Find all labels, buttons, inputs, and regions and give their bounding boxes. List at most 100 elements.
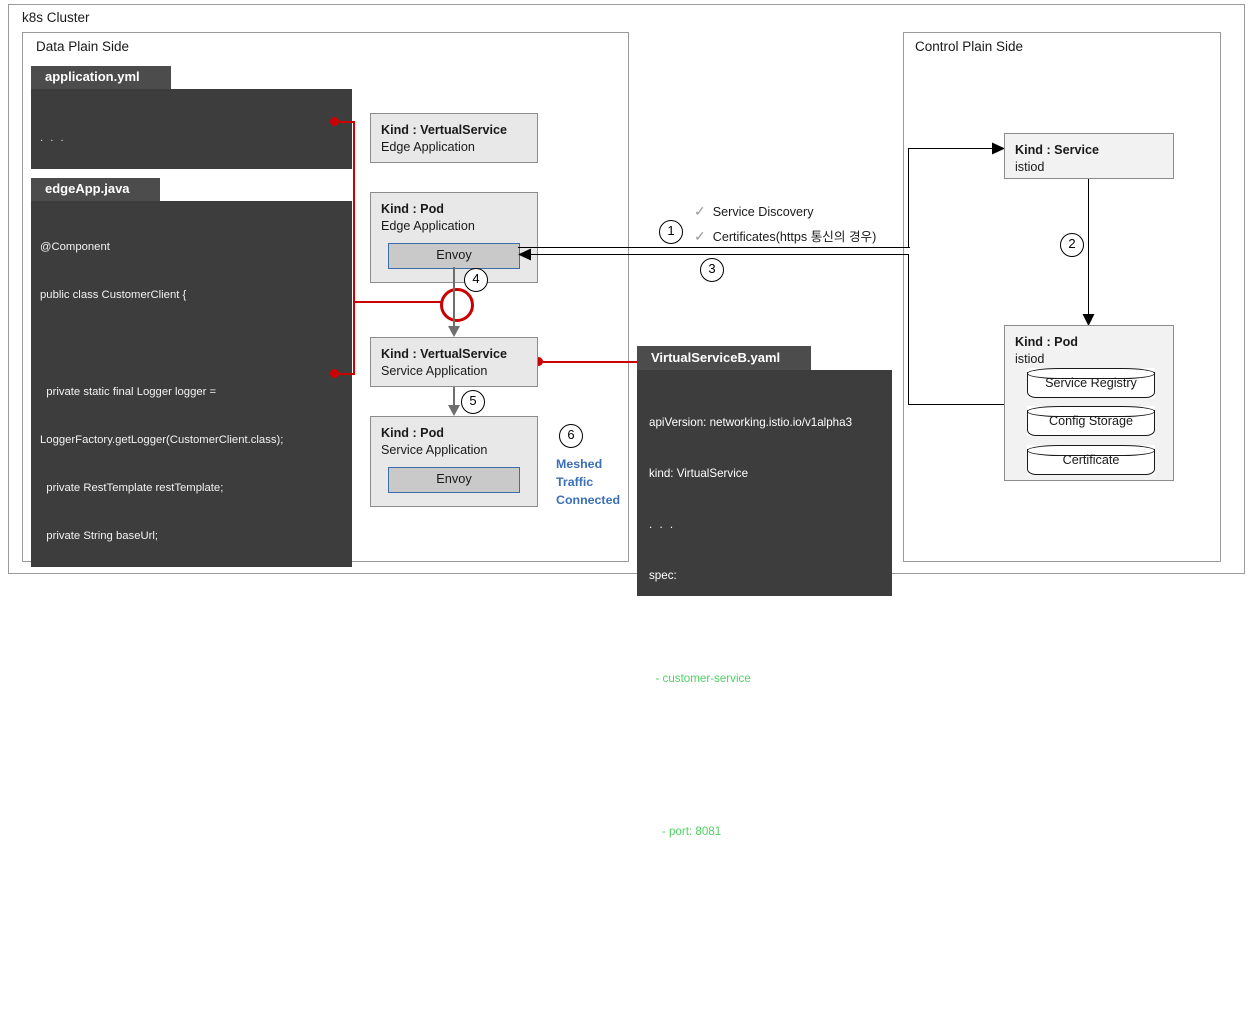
box-service-istiod-kind: Kind : Service xyxy=(1015,143,1099,157)
step-number-3: 3 xyxy=(700,258,724,282)
java-line-2: public class CustomerClient { xyxy=(40,289,187,302)
red-endpoint-vs-service xyxy=(534,357,543,366)
red-link-vertical-main xyxy=(353,122,355,374)
flow3-horizontal-to-envoy xyxy=(526,254,909,256)
store-certificate[interactable]: Certificate xyxy=(1027,445,1155,475)
box-service-istiod-sub: istiod xyxy=(1015,159,1045,174)
note-certificates: ✓ Certificates(https 통신의 경우) xyxy=(694,226,876,245)
k8s-cluster-title: k8s Cluster xyxy=(22,10,90,25)
java-line-6: private RestTemplate restTemplate; xyxy=(40,481,224,494)
check-icon-service-discovery: ✓ xyxy=(694,203,706,219)
box-vertualservice-edge-sub: Edge Application xyxy=(381,139,475,154)
store-certificate-top xyxy=(1027,445,1155,456)
arrow-head-5 xyxy=(448,405,460,416)
meshed-line-2: Traffic xyxy=(556,475,594,490)
edgeapp-java-tab: edgeApp.java xyxy=(31,178,160,202)
yaml-line-2: kind: VirtualService xyxy=(649,467,749,481)
virtualserviceb-yaml-body: apiVersion: networking.istio.io/v1alpha3… xyxy=(637,370,892,991)
flow3-horizontal-from-istiod xyxy=(908,404,1006,406)
store-service-registry-top xyxy=(1027,368,1155,379)
red-link-to-appyml xyxy=(334,121,355,123)
envoy-service[interactable]: Envoy xyxy=(388,467,520,493)
red-highlight-circle xyxy=(440,288,474,322)
flow1-horizontal-from-envoy xyxy=(518,247,910,249)
flow2-vertical xyxy=(1088,179,1090,318)
virtualserviceb-yaml-panel: VirtualServiceB.yaml apiVersion: network… xyxy=(637,346,892,991)
flow1-arrow-head xyxy=(992,142,1005,155)
red-link-vs-to-yaml xyxy=(538,361,648,363)
box-pod-edge-sub: Edge Application xyxy=(381,218,475,233)
yaml-line-3: . . . xyxy=(649,518,676,532)
store-config-storage[interactable]: Config Storage xyxy=(1027,406,1155,436)
store-service-registry-label: Service Registry xyxy=(1045,376,1137,390)
step-number-1-label: 1 xyxy=(667,223,675,238)
step-number-2: 2 xyxy=(1060,233,1084,257)
java-line-3 xyxy=(40,336,343,352)
virtualserviceb-yaml-tab: VirtualServiceB.yaml xyxy=(637,346,811,370)
step-number-6: 6 xyxy=(559,424,583,448)
arrow-line-5-vertical xyxy=(453,387,455,408)
envoy-edge[interactable]: Envoy xyxy=(388,243,520,269)
edgeapp-java-body: @Component public class CustomerClient {… xyxy=(31,201,352,568)
yaml-line-4: spec: xyxy=(649,569,677,583)
yaml-line-1: apiVersion: networking.istio.io/v1alpha3 xyxy=(649,416,853,430)
arrow-head-4 xyxy=(448,326,460,337)
red-endpoint-java xyxy=(330,369,339,378)
store-certificate-label: Certificate xyxy=(1062,453,1120,467)
box-pod-istiod-kind: Kind : Pod xyxy=(1015,335,1078,349)
box-vertualservice-service[interactable]: Kind : VertualService Service Applicatio… xyxy=(370,337,538,387)
control-plane-title: Control Plain Side xyxy=(915,39,1024,54)
flow1-horizontal-to-service xyxy=(908,148,998,150)
application-yml-body: . . . customerClient: baseUrl: http://cu… xyxy=(31,89,352,170)
edgeapp-java-panel: edgeApp.java @Component public class Cus… xyxy=(31,178,352,568)
java-line-4: private static final Logger logger = xyxy=(40,385,217,398)
box-vertualservice-edge[interactable]: Kind : VertualService Edge Application xyxy=(370,113,538,163)
java-line-7: private String baseUrl; xyxy=(40,529,159,542)
yaml-line-12: . . . xyxy=(649,978,676,992)
box-pod-service-kind: Kind : Pod xyxy=(381,426,444,440)
step-number-1: 1 xyxy=(659,220,683,244)
application-yml-panel: application.yml . . . customerClient: ba… xyxy=(31,66,352,170)
box-pod-service-sub: Service Application xyxy=(381,442,488,457)
meshed-line-1: Meshed xyxy=(556,457,603,471)
meshed-line-3: Connected xyxy=(556,493,621,508)
yaml-line-6: - customer-service xyxy=(649,671,751,685)
store-config-storage-top xyxy=(1027,406,1155,417)
store-service-registry[interactable]: Service Registry xyxy=(1027,368,1155,398)
box-vertualservice-edge-kind: Kind : VertualService xyxy=(381,123,507,137)
box-vertualservice-service-kind: Kind : VertualService xyxy=(381,347,507,361)
red-endpoint-appyml xyxy=(330,117,339,126)
box-pod-edge-kind: Kind : Pod xyxy=(381,202,444,216)
yaml-line-8: - match: xyxy=(649,773,698,787)
meshed-traffic-note: Meshed Traffic Connected xyxy=(556,455,626,509)
control-plane-container xyxy=(903,32,1221,562)
yaml-line-11: - destination: xyxy=(649,927,729,940)
red-link-to-circle xyxy=(353,301,441,303)
flow1-vertical xyxy=(908,148,910,248)
step-number-4: 4 xyxy=(464,268,488,292)
box-vertualservice-service-sub: Service Application xyxy=(381,363,488,378)
application-yml-tab: application.yml xyxy=(31,66,171,90)
flow2-arrow-head xyxy=(1082,314,1095,326)
note-service-discovery: ✓ Service Discovery xyxy=(694,203,814,220)
step-number-5: 5 xyxy=(461,390,485,414)
arrow-line-4-vertical xyxy=(453,267,455,329)
data-plane-title: Data Plain Side xyxy=(36,39,130,54)
java-line-1: @Component xyxy=(40,241,110,254)
box-pod-service[interactable]: Kind : Pod Service Application xyxy=(370,416,538,507)
yaml-line-10: route: xyxy=(649,875,692,889)
note-service-discovery-label: Service Discovery xyxy=(712,205,814,219)
note-certificates-label: Certificates(https 통신의 경우) xyxy=(712,230,877,244)
red-link-to-java xyxy=(334,373,355,375)
yaml-line-7: http: xyxy=(649,722,679,736)
yaml-line-5: hosts: xyxy=(649,620,687,634)
flow3-arrow-head xyxy=(518,248,531,261)
box-service-istiod[interactable]: Kind : Service istiod xyxy=(1004,133,1174,179)
flow3-vertical xyxy=(908,254,910,405)
store-config-storage-label: Config Storage xyxy=(1048,414,1133,428)
box-pod-istiod-sub: istiod xyxy=(1015,351,1045,366)
check-icon-certificates: ✓ xyxy=(694,228,706,244)
yaml-line-9: - port: 8081 xyxy=(649,824,722,838)
application-yml-line-1: . . . xyxy=(40,132,66,145)
java-line-5: LoggerFactory.getLogger(CustomerClient.c… xyxy=(40,433,284,446)
